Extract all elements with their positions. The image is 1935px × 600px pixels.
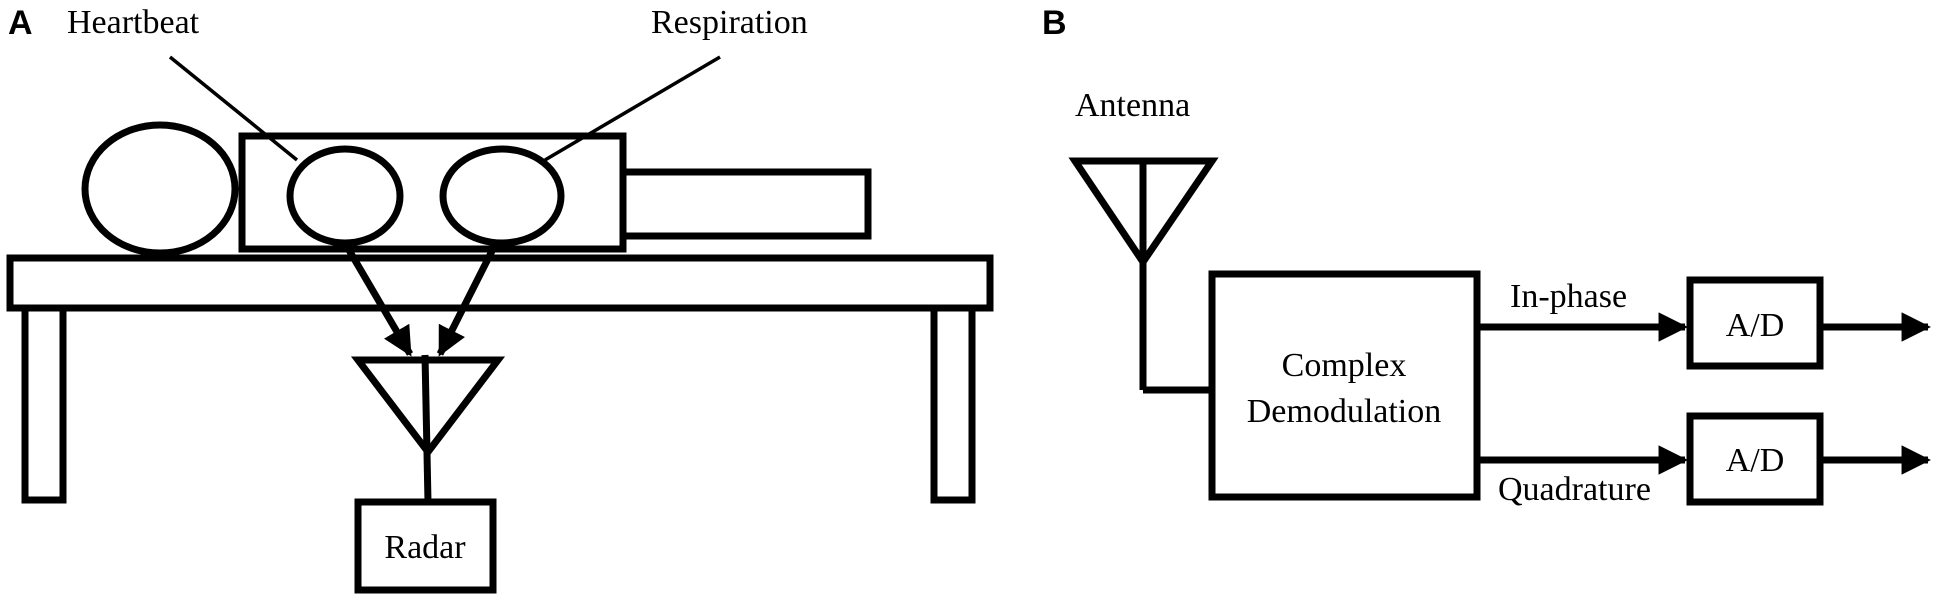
person-legs [619, 168, 872, 240]
radar-antenna-icon [350, 354, 506, 503]
panel-b-letter: B [1042, 4, 1067, 42]
respiration-signal-arrow [436, 243, 499, 357]
ad-top-label: A/D [1726, 307, 1785, 344]
heartbeat-label: Heartbeat [67, 4, 200, 41]
person [81, 121, 872, 257]
table [6, 254, 994, 504]
complex-demodulation-box [1208, 270, 1481, 501]
person-head [81, 121, 239, 257]
quadrature-label: Quadrature [1498, 471, 1651, 508]
panel-a-letter: A [8, 4, 33, 42]
in-phase-label: In-phase [1510, 278, 1627, 315]
panel-b: B Antenna Complex Demodulation In-phase … [1042, 4, 1931, 508]
demodulation-label-line2: Demodulation [1247, 393, 1442, 430]
antenna-label: Antenna [1075, 87, 1190, 124]
respiration-label: Respiration [651, 4, 808, 41]
table-leg-left [21, 304, 67, 504]
ad-converter-bottom [1686, 412, 1824, 506]
panel-a: A Heartbeat Respiration [6, 4, 994, 594]
table-top [6, 254, 994, 312]
ad-converter-top [1686, 276, 1824, 370]
demodulation-label-line1: Complex [1282, 347, 1407, 384]
respiration-leader-line [544, 55, 721, 162]
heartbeat-circle [286, 145, 404, 247]
table-leg-right [930, 304, 976, 504]
respiration-circle [439, 145, 565, 247]
antenna-icon [1068, 157, 1219, 394]
heartbeat-signal-arrow [342, 243, 414, 357]
radar-box [354, 498, 497, 594]
radar-label: Radar [384, 529, 466, 566]
ad-bottom-label: A/D [1726, 442, 1785, 479]
heartbeat-leader-line [168, 55, 299, 162]
